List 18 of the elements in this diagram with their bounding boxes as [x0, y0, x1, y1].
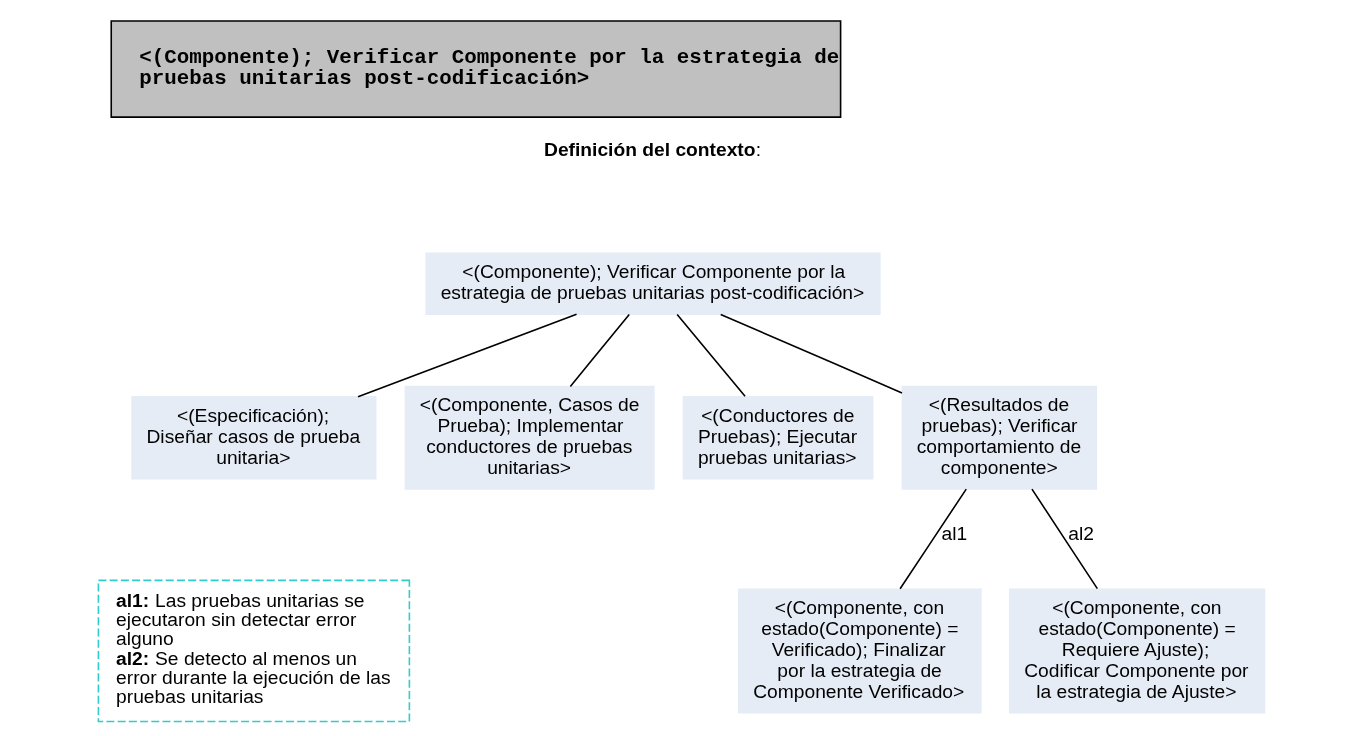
- edge-label: al2: [1067, 522, 1094, 544]
- connector: [898, 488, 967, 590]
- node-box: <(Conductores de Pruebas); Ejecutar pruebas unitarias>: [682, 396, 873, 480]
- node-box: <(Componente, Casos de Prueba); Implementar conductores de pruebas unitarias>: [404, 385, 655, 490]
- node-box: al1: Las pruebas unitarias se ejecutaron sin detectar error alguno al2: Se detecto al menos un error durante la ejecución de las pruebas unitarias: [97, 579, 410, 723]
- node-box: <(Componente, con estado(Componente) = Requiere Ajuste); Codificar Componente por la estrategia de Ajuste>: [1008, 588, 1265, 714]
- node-box: <(Componente, con estado(Componente) = Verificado); Finalizar por la estrategia de Componente Verificado>: [737, 588, 982, 714]
- connector: [719, 313, 903, 394]
- node-box: <(Especificación); Diseñar casos de prueba unitaria>: [130, 396, 377, 480]
- connector: [1030, 488, 1098, 590]
- connector: [675, 313, 746, 398]
- node-box: <(Resultados de pruebas); Verificar comportamiento de componente>: [901, 385, 1097, 490]
- label: Definición del contexto:: [543, 138, 761, 160]
- edge-label: al1: [941, 522, 967, 544]
- connector: [569, 313, 630, 388]
- node-box: <(Componente); Verificar Componente por la estrategia de pruebas unitarias post-codificación>: [424, 252, 881, 316]
- connector: [356, 313, 577, 398]
- diagram-title: <(Componente); Verificar Componente por la estrategia de pruebas unitarias post-codificación>: [138, 46, 839, 91]
